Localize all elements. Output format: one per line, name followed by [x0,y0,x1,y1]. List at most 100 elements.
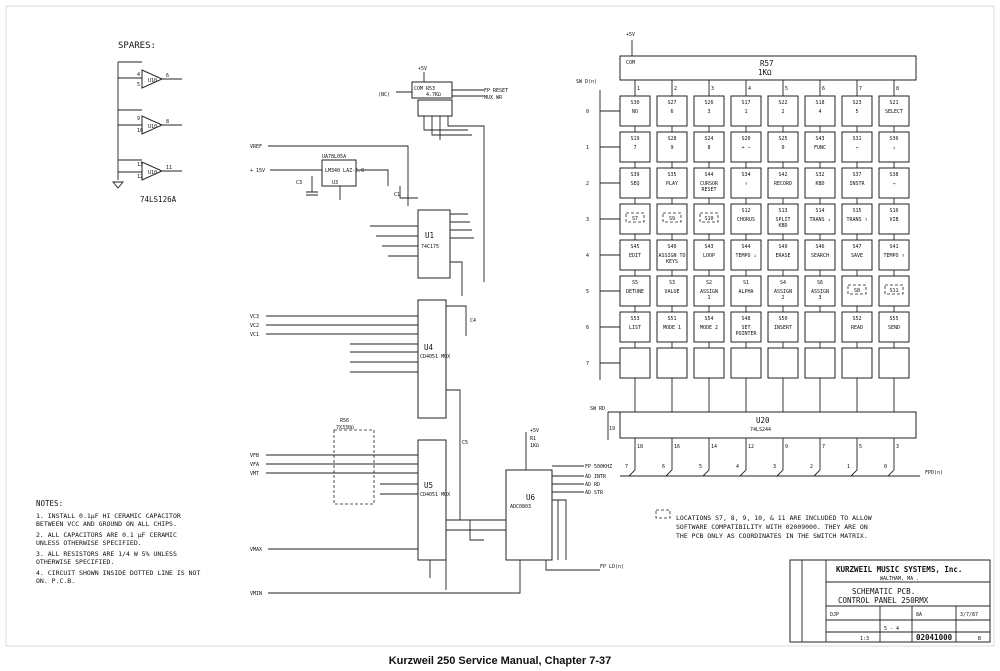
svg-text:8: 8 [166,119,169,125]
switch-key [878,95,910,127]
switch-key [656,203,688,235]
switch-function: 8 [707,145,710,151]
u20-output-line [739,438,747,477]
svg-text:LOCATIONS S7, 8, 9, 10, & 11 A: LOCATIONS S7, 8, 9, 10, & 11 ARE INCLUDE… [676,514,872,522]
svg-text:FPD(n): FPD(n) [925,470,943,476]
svg-text:19: 19 [609,426,615,432]
switch-ref: S43 [704,244,713,250]
switch-key [619,95,651,127]
matrix-row-label: 1 [586,145,589,151]
svg-text:COM: COM [626,60,635,66]
switch-ref: S16 [889,208,898,214]
dotted-switch [884,284,904,295]
u20-bit-label: 3 [773,464,776,470]
switch-function: 1 [707,295,710,301]
switch-function: MODE 1 [663,325,681,331]
u20-output-line [702,438,710,477]
spare-gate-1: U10 4 5 6 [117,61,182,89]
note-line: 2. ALL CAPACITORS ARE 0.1 µF CERAMIC [36,531,177,539]
spare-gate-2: U10 9 10 8 [117,84,182,150]
switch-key [767,131,799,163]
switch-ref: S15 [852,208,861,214]
switch-ref: S49 [778,244,787,250]
u1-chip [417,209,451,279]
switch-function: TRANS ↑ [846,217,867,223]
switch-function: TEMPO ↑ [883,253,904,259]
svg-text:U4: U4 [424,343,434,352]
switch-function: MODE 2 [700,325,718,331]
switch-ref: S24 [704,136,713,142]
u6-chip [505,469,553,561]
switch-function: 4 [818,109,821,115]
switch-ref: S34 [741,172,750,178]
switch-key [878,311,910,343]
switch-key [767,167,799,199]
matrix-row-label: 7 [586,361,589,367]
switch-key [619,239,651,271]
spares-section: SPARES: U10 4 5 6 U10 9 10 8 U10 13 12 1 [112,41,182,204]
svg-text:5: 5 [137,82,140,88]
switch-ref: S38 [889,172,898,178]
switch-function: KBD [778,223,787,229]
svg-text:FP RESET: FP RESET [484,88,508,94]
switch-key [693,275,725,307]
u20-pin-label: 7 [822,444,825,450]
switch-ref: S25 [778,136,787,142]
svg-text:C4: C4 [470,318,476,324]
u5-chip [417,439,447,561]
switch-key [730,311,762,343]
switch-ref: S46 [815,244,824,250]
svg-text:VFA: VFA [250,462,259,468]
svg-text:U6: U6 [526,493,536,502]
note-line: BETWEEN VCC AND GROUND ON ALL CHIPS. [36,520,177,528]
matrix-row-label: 4 [586,253,589,259]
switch-key [841,275,873,307]
switch-ref: S20 [741,136,750,142]
switch-function: INSTR [849,181,865,187]
switch-key [693,347,725,379]
switch-key [656,167,688,199]
switch-key [693,167,725,199]
switch-ref: S3 [669,280,675,286]
switch-ref: S36 [889,136,898,142]
switch-key [693,239,725,271]
switch-key [767,239,799,271]
switch-ref: S55 [889,316,898,322]
u20-pin-label: 5 [859,444,862,450]
note-line: OTHERWISE SPECIFIED. [36,558,114,566]
switch-ref: S54 [704,316,713,322]
svg-text:U5: U5 [424,481,433,490]
switch-function: LOOP [703,253,715,259]
svg-text:LM340 LAZ-5.0: LM340 LAZ-5.0 [325,168,364,174]
u20-bit-label: 1 [847,464,850,470]
switch-function: POINTER [735,331,757,337]
switch-key [767,347,799,379]
switch-ref: S13 [778,208,787,214]
switch-function: VALUE [664,289,679,295]
svg-text:VC1: VC1 [250,332,259,338]
switch-ref: S4 [780,280,786,286]
u20-bit-label: 0 [884,464,887,470]
matrix-col-label: 6 [822,86,825,92]
switch-key [693,95,725,127]
u20-pin-label: 9 [785,444,788,450]
switch-key [841,131,873,163]
switch-ref: S14 [815,208,824,214]
switch-ref: S42 [778,172,787,178]
notes-section: NOTES: 1. INSTALL 0.1µF HI CERAMIC CAPAC… [36,499,200,585]
switch-key [804,311,836,343]
switch-function: 2 [781,295,784,301]
switch-function: 6 [670,109,673,115]
matrix-row-label: 2 [586,181,589,187]
svg-text:U20: U20 [756,416,770,425]
u20-bit-label: 4 [736,464,739,470]
svg-text:SW D(n): SW D(n) [576,79,597,85]
svg-text:B: B [978,636,981,642]
switch-function: PLAY [666,181,678,187]
analog-circuit: +5V COM R53 4.7KΩ (NC) FP RESET MUX WR V… [250,66,624,597]
switch-ref: S22 [778,100,787,106]
switch-key [767,275,799,307]
